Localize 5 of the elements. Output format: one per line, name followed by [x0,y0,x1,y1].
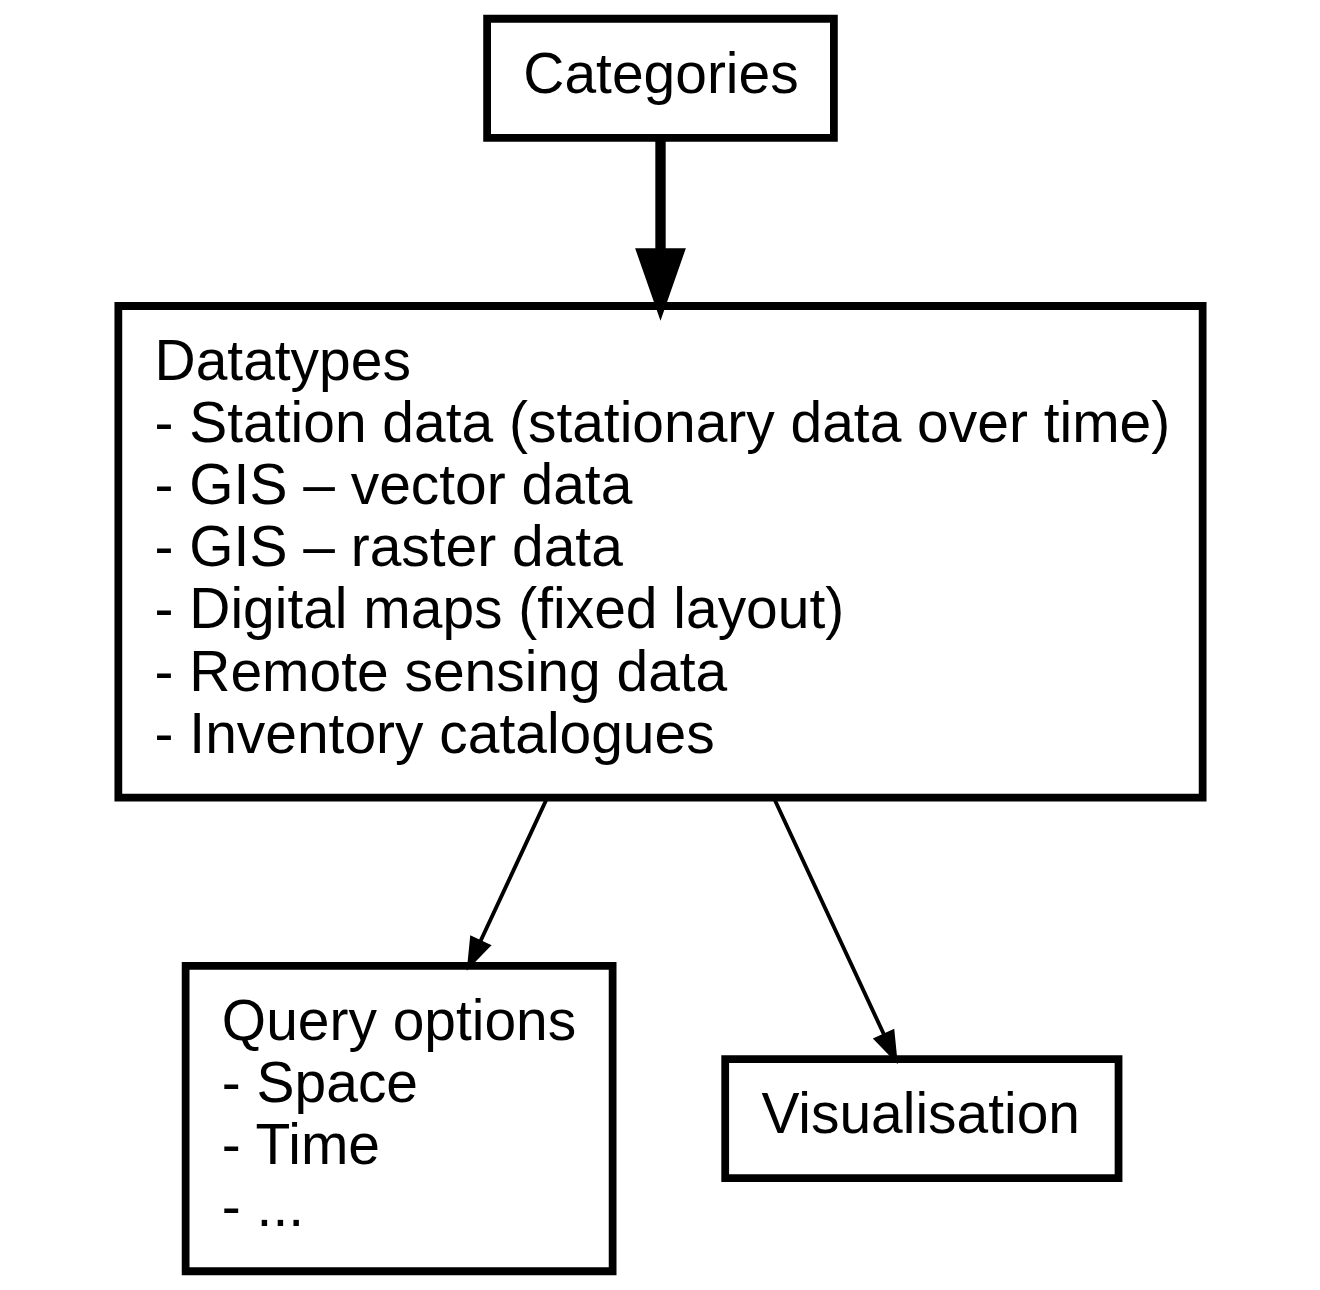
node-box: Datatypes - Station data (stationary data over time) - GIS – vector data - GIS – raster data - Digital maps (fixed layout) - Remote sensing data - Inventory catalogues [113,302,1207,802]
arrow [634,138,686,321]
node-box: Categories [482,14,838,142]
node-box: Visualisation [720,1055,1122,1182]
node-box: Query options - Space - Time - ... [181,962,616,1276]
